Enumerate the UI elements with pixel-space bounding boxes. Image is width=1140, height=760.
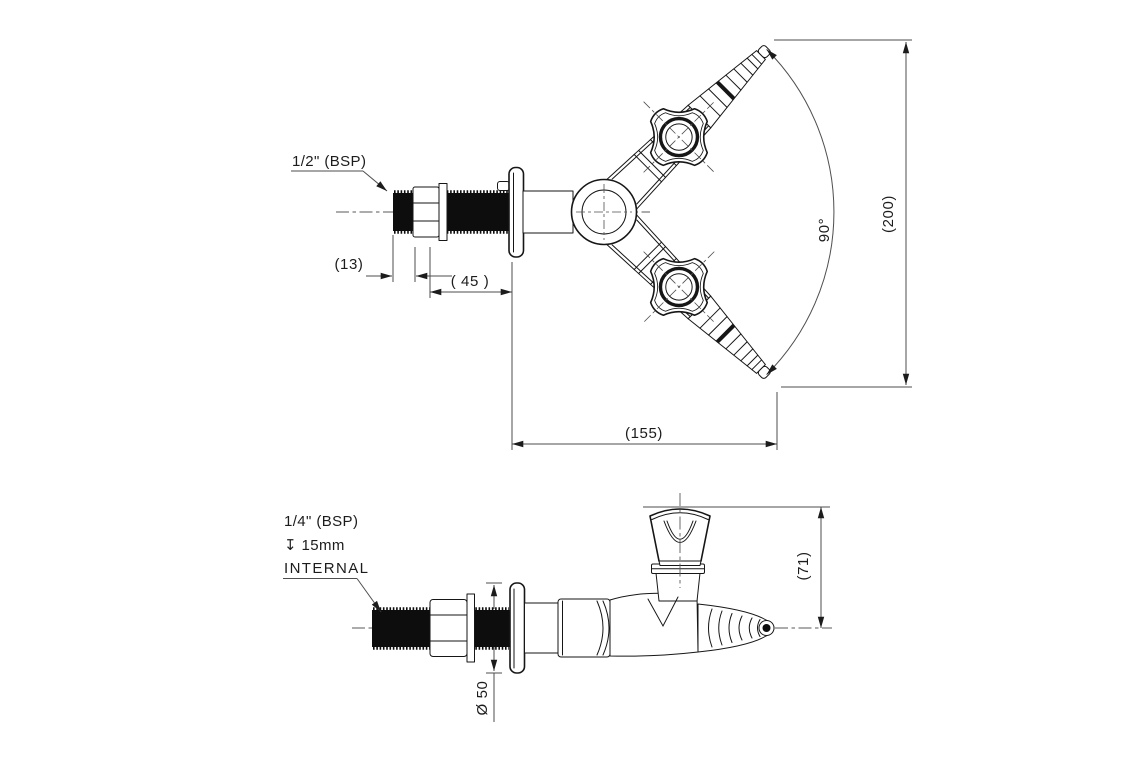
dim-90deg-text: 90° [816,218,833,242]
dim-45-text: ( 45 ) [451,273,490,290]
plan-view: 1/2" (BSP) (13) ( 45 ) (155) (200) [291,13,912,450]
washer-plan [438,183,448,241]
flange-lug-plan [497,181,510,191]
label-inlet-thread-plan: 1/2" (BSP) [291,153,388,192]
inlet-thread-side-text: 1/4" (BSP) [284,513,358,530]
dim-dia50-text: Ø 50 [474,681,491,716]
wall-flange-side [509,582,526,674]
union-hex-side [557,598,611,658]
dimension-diameter-50: Ø 50 [474,582,502,722]
lever-handle-side [649,493,711,588]
dimension-200: (200) [774,39,912,388]
inlet-depth-text: ↧ 15mm [284,537,345,554]
body-notch [647,596,679,628]
body-barrel-plan [522,190,574,234]
dimension-155: (155) [511,392,778,450]
inlet-type-text: INTERNAL [284,560,369,577]
leader-arrow [362,170,388,192]
inlet-thread-text: 1/2" (BSP) [292,153,366,170]
body-barrel-side [524,602,559,654]
nozzle-side [697,603,775,653]
backnut-plan [412,186,440,238]
dim-13-text: (13) [334,256,363,273]
threaded-shank-plan [393,183,510,241]
threaded-shank-side [372,593,510,663]
side-view: 1/4" (BSP) ↧ 15mm INTERNAL Ø 50 (71) [283,493,832,722]
tap-body-side [609,592,699,657]
dimension-13: (13) [334,235,452,282]
dimension-45: ( 45 ) [429,247,513,450]
leader-arrow-side [356,578,382,613]
label-inlet-thread-side: 1/4" (BSP) ↧ 15mm INTERNAL [283,513,382,613]
dim-155-text: (155) [625,425,663,442]
backnut-side [429,599,468,657]
bonnet-side [651,563,705,602]
dim-71-text: (71) [795,551,812,580]
dimension-71: (71) [643,506,830,629]
washer-side [466,593,475,663]
dimension-90deg: 90° [766,49,835,375]
outlet-hole [762,624,771,632]
ball-junction [570,178,638,246]
wall-flange-plan [508,166,525,258]
dim-200-text: (200) [880,195,897,233]
